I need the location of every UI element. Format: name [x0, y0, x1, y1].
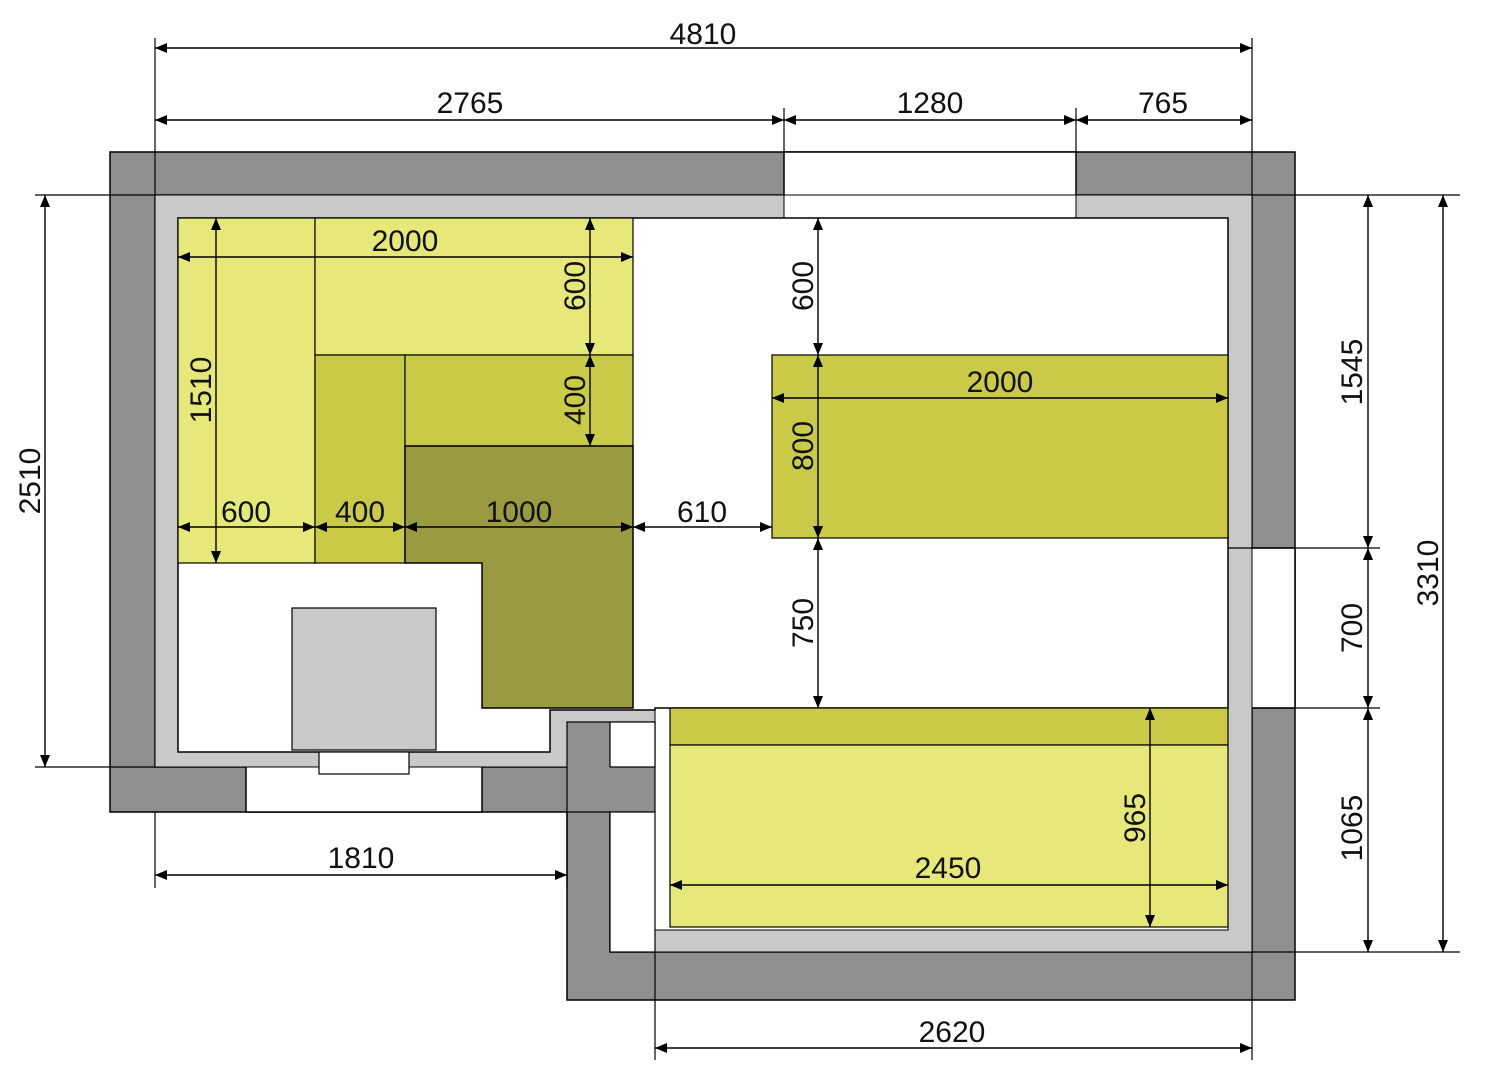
dim-gap-610: 610: [677, 496, 727, 529]
dim-bed-clearance: 750: [787, 598, 820, 648]
dim-bottom-right: 2620: [919, 1016, 986, 1049]
dim-top-right: 765: [1138, 87, 1188, 120]
dim-zone-w1: 600: [221, 496, 271, 529]
dim-zone-a-height: 600: [559, 261, 592, 311]
fixture-sill: [318, 751, 410, 775]
dim-bed-depth: 800: [787, 421, 820, 471]
dim-bottom-left: 1810: [328, 842, 395, 875]
top-window-reveal: [783, 194, 1077, 219]
zone-mid-right: [404, 354, 634, 447]
walls: [109, 151, 1296, 1001]
top-window-opening: [783, 151, 1077, 198]
dimension-lines: [40, 43, 1448, 1053]
dim-left-height: 2510: [14, 448, 47, 515]
dim-zone-a-width: 2000: [372, 225, 439, 258]
dim-bed-width: 2000: [967, 366, 1034, 399]
dim-right-lower: 1065: [1336, 795, 1369, 862]
zone-dark-l: [404, 445, 634, 709]
bottom-zone: [669, 744, 1229, 928]
dim-right-middle: 700: [1336, 603, 1369, 653]
bottom-strip: [669, 707, 1229, 746]
zone-left-tall: [177, 217, 316, 564]
partition: [566, 721, 656, 953]
dim-zone-left-height: 1510: [185, 357, 218, 424]
dimension-labels: 4810 2765 1280 765 2510 1545 700 1065 33…: [14, 18, 1445, 1049]
dim-zone-w3: 1000: [486, 496, 553, 529]
dim-right-upper: 1545: [1336, 339, 1369, 406]
partition-gap: [609, 811, 656, 953]
dim-bottom-zone-width: 2450: [915, 852, 982, 885]
zone-mid-small: [314, 354, 406, 564]
dim-zone-b-height: 400: [559, 375, 592, 425]
dim-bed-offset: 600: [787, 261, 820, 311]
bed-zone: [771, 354, 1229, 539]
dim-top-left: 2765: [437, 87, 504, 120]
partition-niche: [609, 721, 656, 768]
fixture-block: [291, 607, 437, 751]
dim-right-total: 3310: [1412, 540, 1445, 607]
dim-bottom-zone-height: 965: [1119, 793, 1152, 843]
dim-total-width: 4810: [670, 18, 737, 51]
dim-zone-w2: 400: [335, 496, 385, 529]
dim-top-middle: 1280: [897, 87, 964, 120]
